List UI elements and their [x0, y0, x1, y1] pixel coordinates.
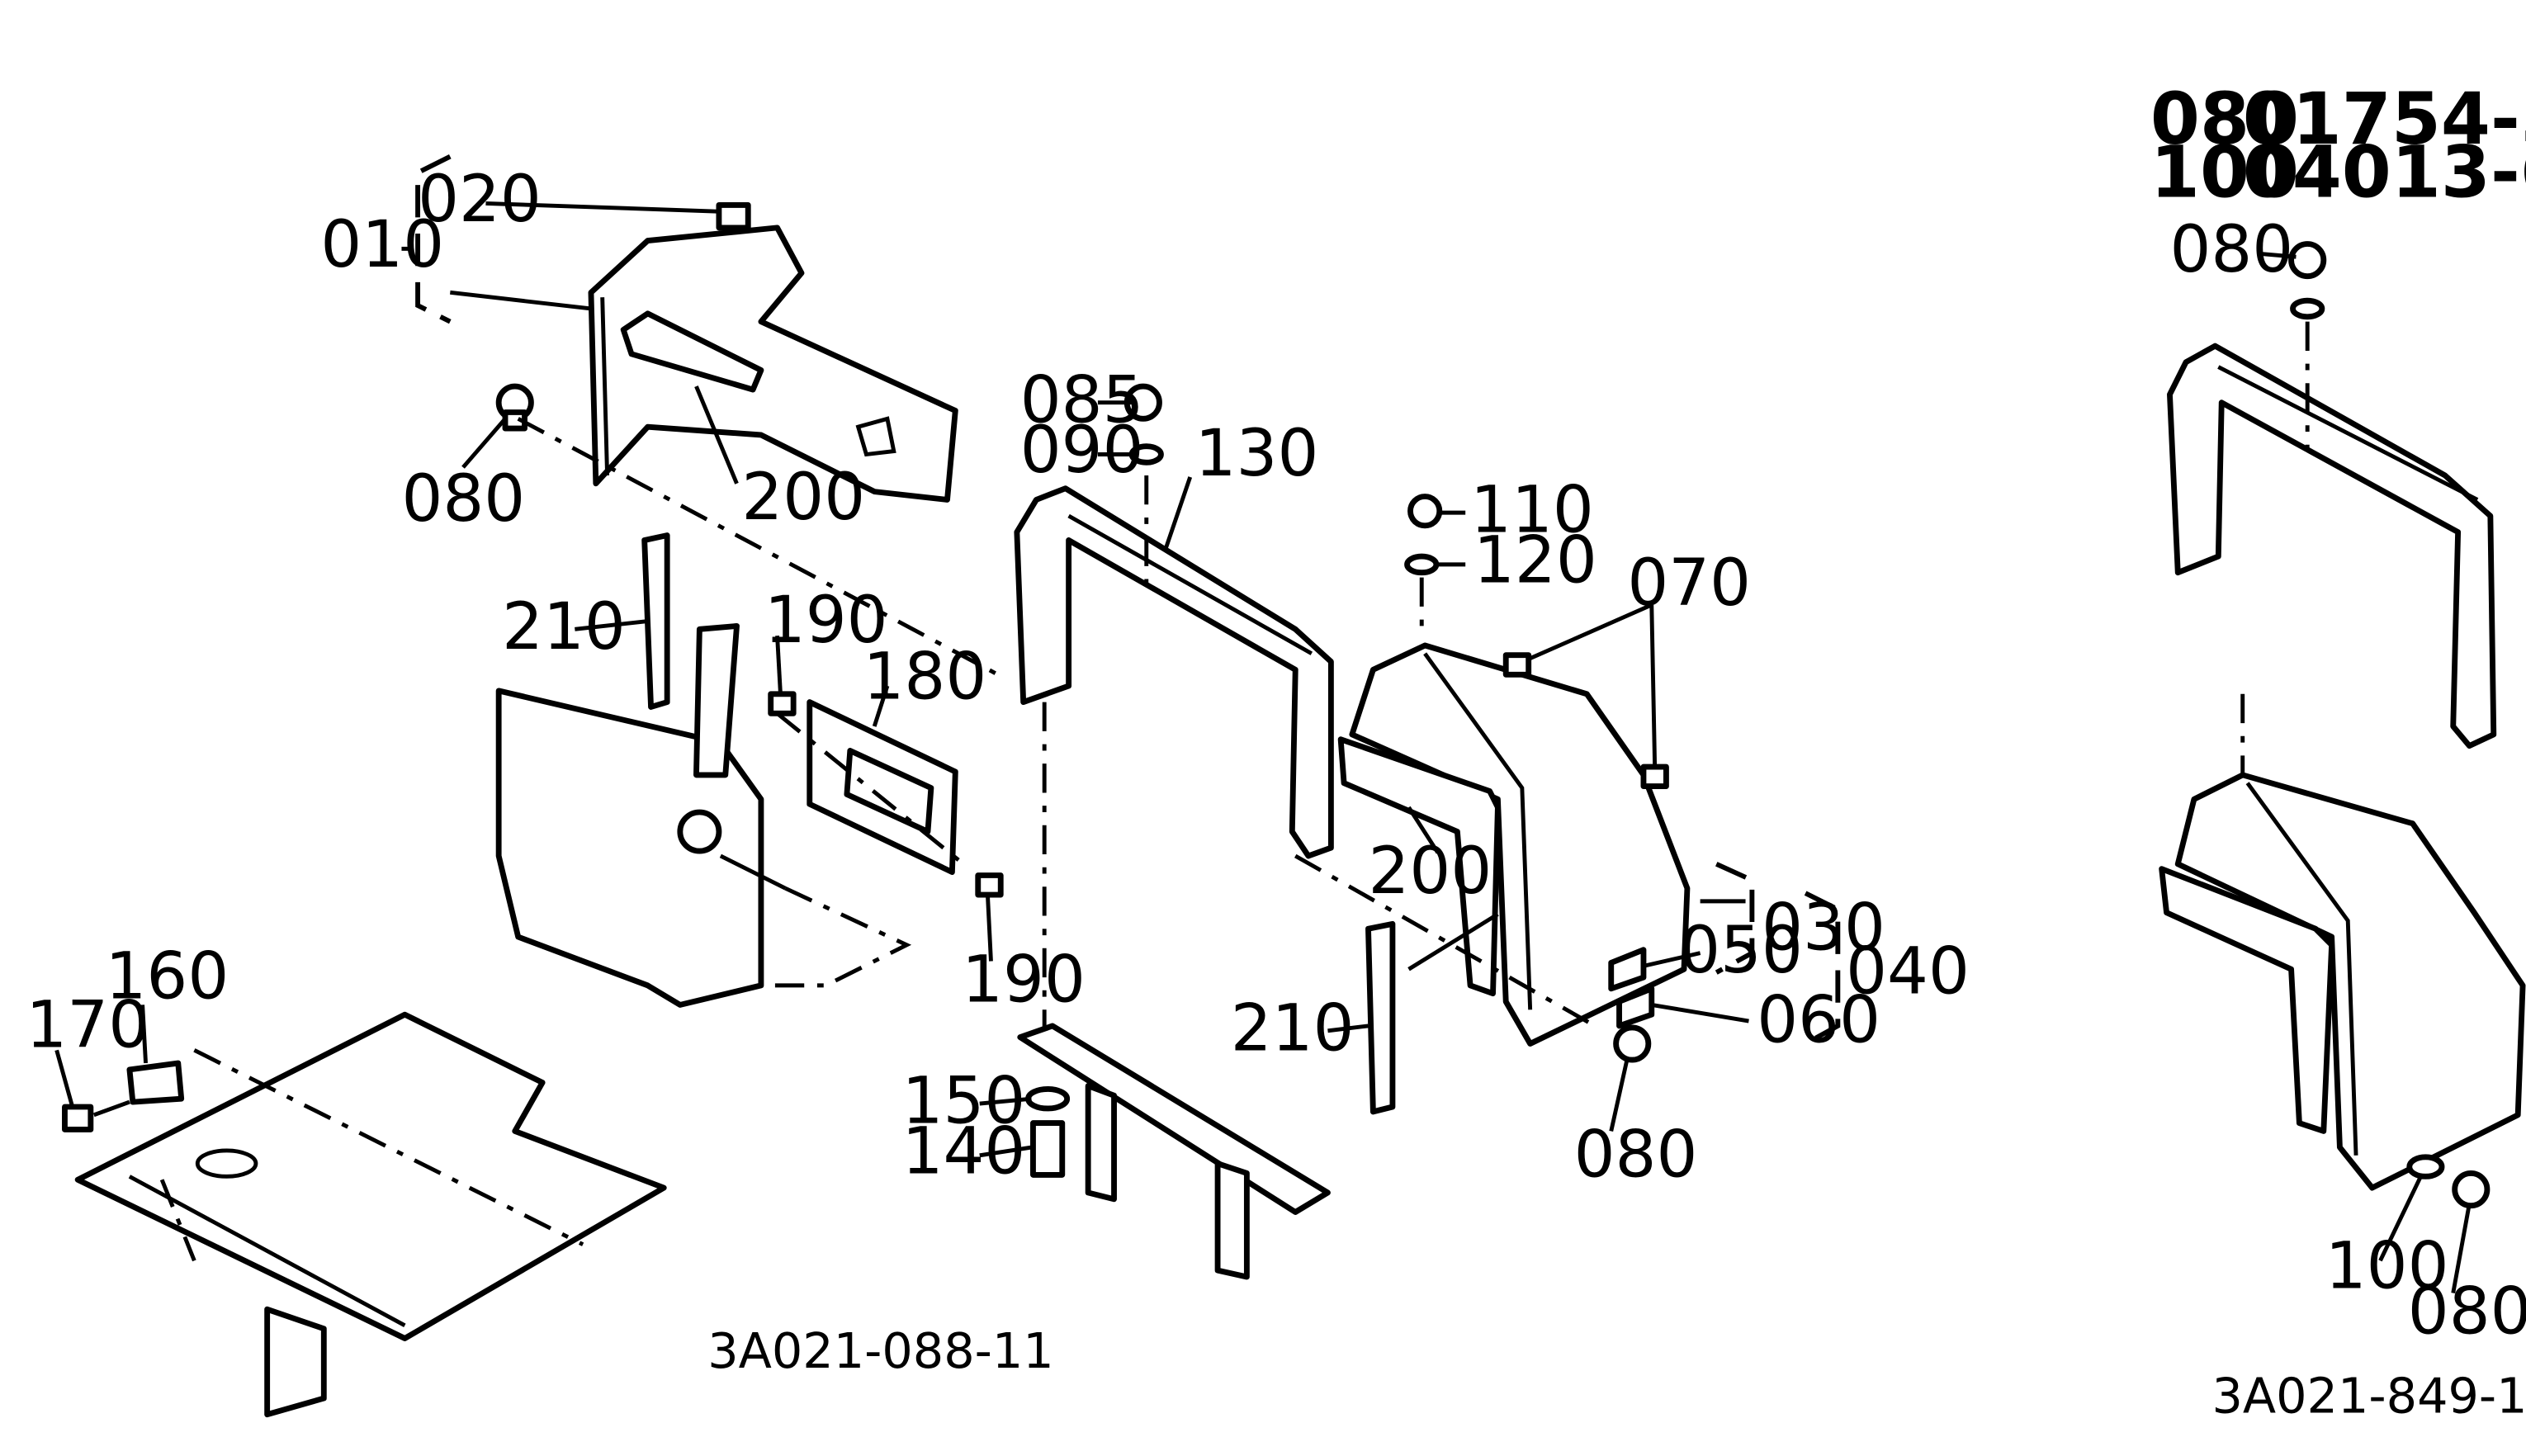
part-code-row-2-number: 04013-60080 [2243, 132, 2526, 215]
side-cover-030 [1337, 642, 1691, 1047]
label-060 [1616, 986, 1655, 1029]
bolt-110 [1407, 494, 1443, 529]
washer-120 [1404, 553, 1440, 576]
bracket-040 [1804, 891, 1841, 1047]
callout-060: 060 [1757, 982, 1880, 1058]
callout-100: 100 [2325, 1228, 2449, 1304]
callout-190a: 190 [764, 582, 888, 658]
clip-160 [126, 1060, 185, 1105]
callout-200b: 200 [1369, 833, 1492, 909]
callout-150: 150 [902, 1063, 1026, 1139]
callout-120: 120 [1474, 522, 1597, 598]
callout-085: 085 [1020, 362, 1144, 437]
plate-180 [807, 699, 958, 876]
callout-080a: 080 [401, 461, 525, 537]
callout-080b: 080 [1574, 1116, 1698, 1192]
clip-070a [1502, 652, 1532, 678]
callout-080c: 080 [2169, 211, 2293, 287]
callout-050: 050 [1679, 912, 1803, 988]
frame-right [2167, 343, 2497, 749]
bolt-080b [1613, 1024, 1652, 1063]
dash-lines [159, 417, 1596, 1262]
bracket-010 [415, 154, 452, 324]
clip-070b [1640, 763, 1669, 790]
callout-020: 020 [418, 161, 542, 237]
bolt-080d [2452, 1170, 2491, 1209]
callout-030: 030 [1762, 890, 1885, 966]
bolt-140 [1030, 1120, 1066, 1178]
bracket-body-left [495, 622, 787, 1008]
callout-040: 040 [1846, 934, 1970, 1009]
callout-110: 110 [1470, 472, 1594, 548]
label-050 [1608, 947, 1647, 992]
washer-150 [1025, 1085, 1071, 1112]
callout-210a: 210 [502, 589, 626, 664]
drawing-ref-right: 3A021-849-10 [2211, 1368, 2526, 1425]
callout-160: 160 [106, 938, 229, 1014]
bracket-030 [1715, 862, 1755, 975]
callout-070: 070 [1627, 545, 1751, 621]
right-leader-lines [2240, 251, 2472, 1294]
bolt-080a [495, 383, 534, 432]
callout-090: 090 [1020, 412, 1144, 488]
callout-140: 140 [902, 1113, 1026, 1189]
bolt-190a [768, 691, 797, 716]
floor-panel [74, 1011, 667, 1418]
callout-180: 180 [863, 639, 987, 715]
upper-cover-part [588, 225, 958, 503]
part-code-row-1-number: 01754-50816 [2243, 78, 2526, 161]
callout-130: 130 [1195, 415, 1319, 491]
drawing-ref-left: 3A021-088-11 [707, 1322, 1054, 1379]
callout-210b: 210 [1231, 990, 1355, 1066]
callout-010: 010 [320, 206, 444, 282]
callout-080d: 080 [2408, 1274, 2526, 1350]
part-code-row-1-ref: 080 [2150, 78, 2299, 161]
bolt-170 [62, 1104, 94, 1132]
trim-strip-210b [1365, 920, 1396, 1115]
washer-100 [2406, 1154, 2445, 1179]
base-rail [1017, 1023, 1331, 1280]
bolt-190b [975, 872, 1004, 898]
leader-lines [54, 201, 1749, 1158]
trim-strip-210a [641, 532, 670, 710]
callout-200a: 200 [741, 459, 865, 535]
part-code-row-2-ref: 100 [2150, 132, 2299, 215]
cover-right [2159, 772, 2526, 1191]
frame-130 [1014, 485, 1334, 859]
callout-170: 170 [26, 986, 149, 1062]
nut-020 [716, 201, 751, 231]
callout-190b: 190 [962, 942, 1086, 1018]
bolt-080c [2288, 241, 2327, 320]
